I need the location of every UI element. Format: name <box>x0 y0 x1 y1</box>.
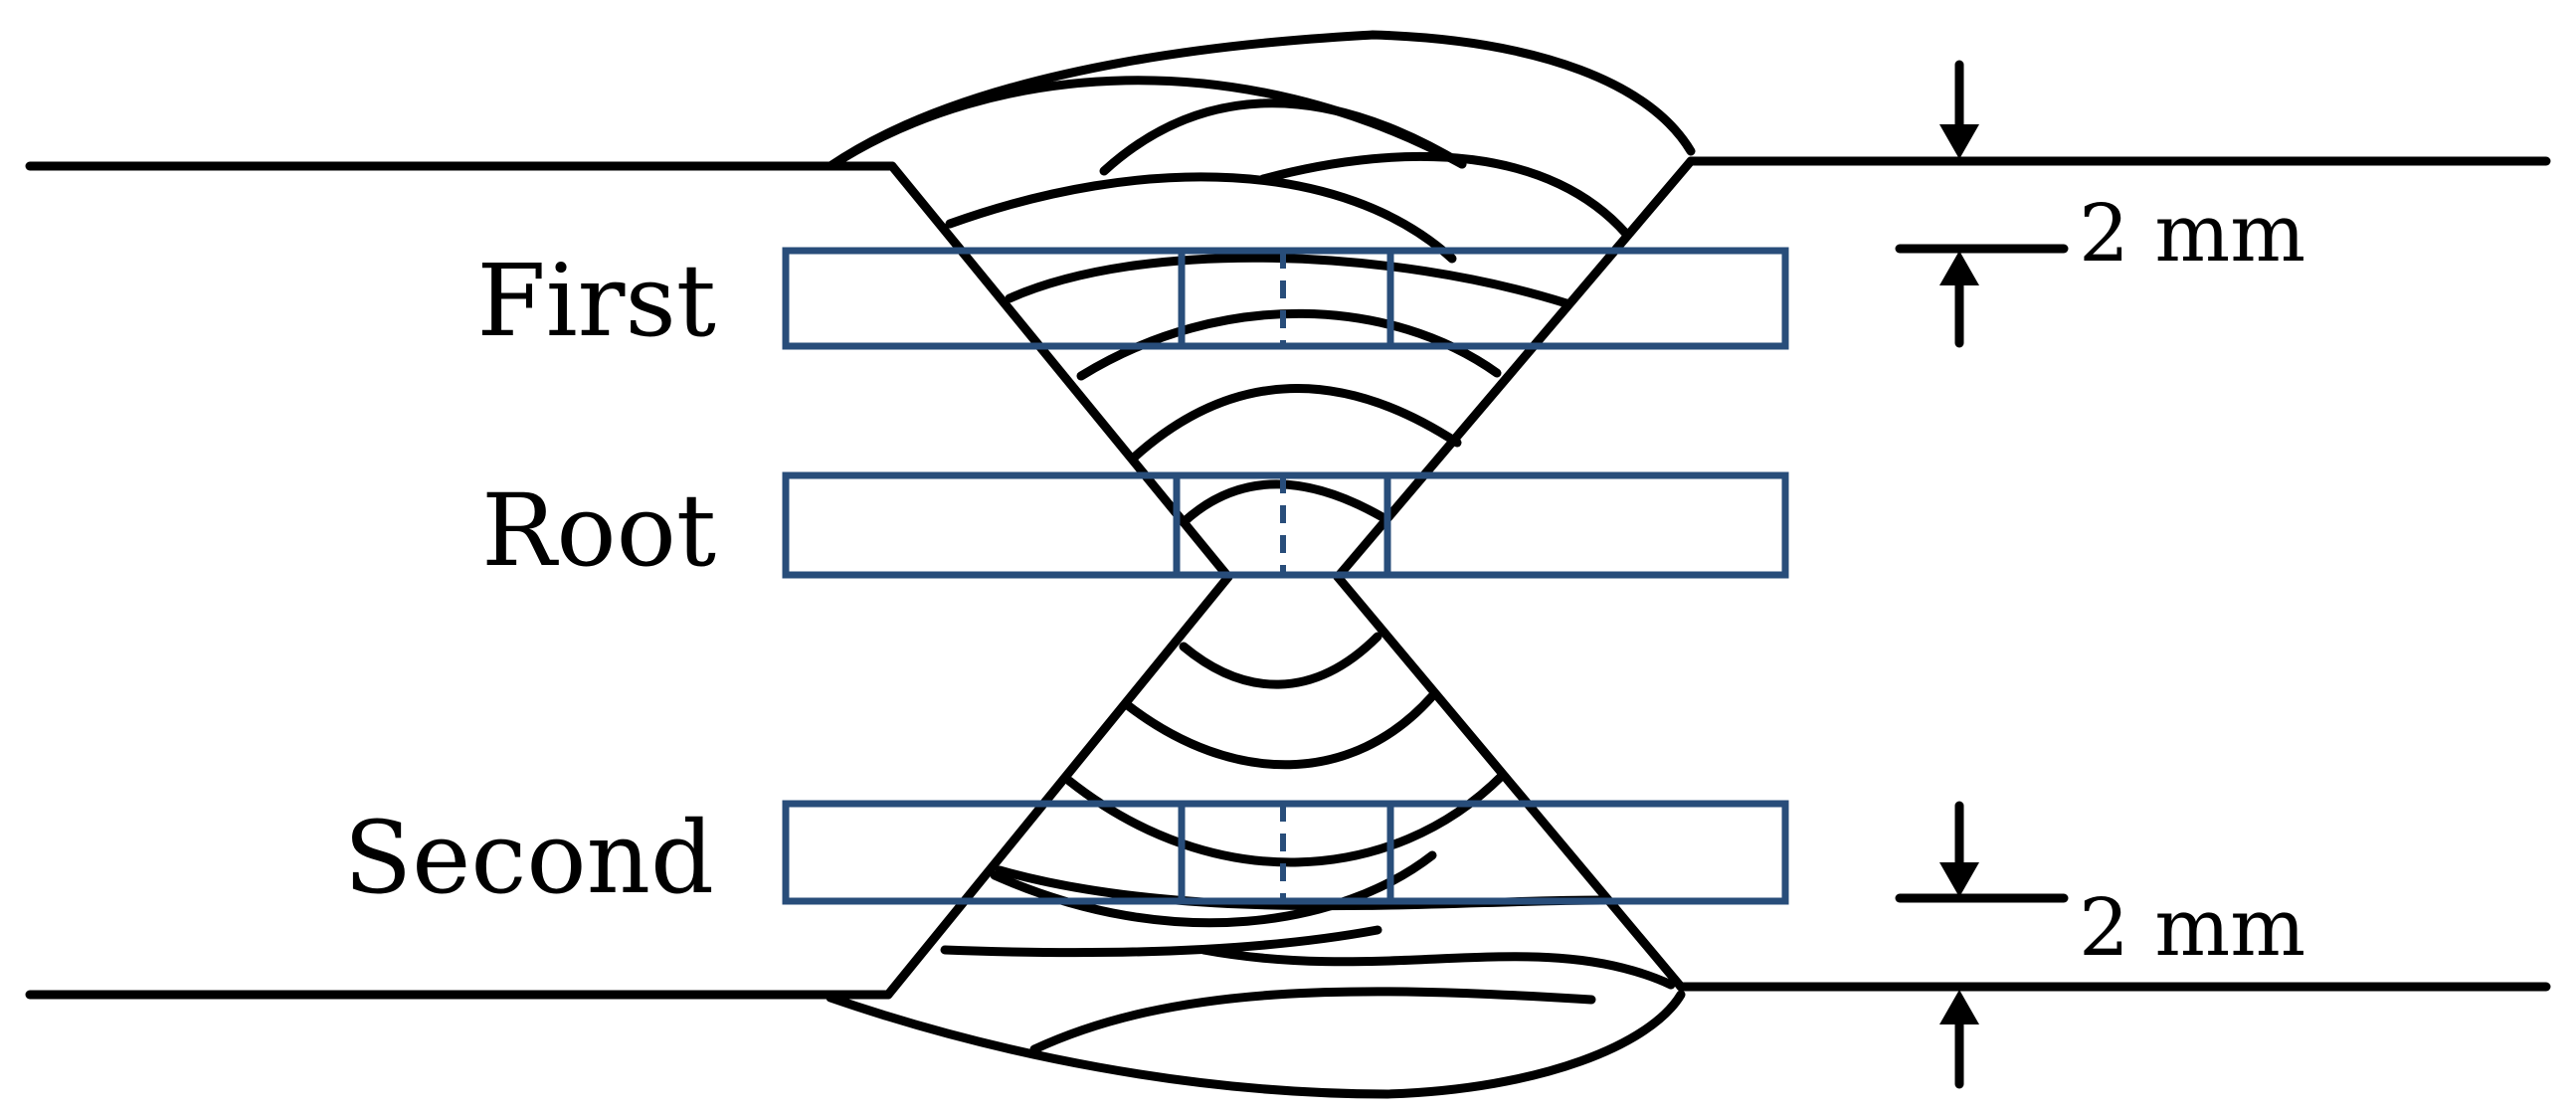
lower-left-bevel <box>883 572 1233 1000</box>
upper-right-bevel <box>1333 156 1696 582</box>
fill-pass-1 <box>945 172 1457 264</box>
back-fill-pass-2 <box>1064 771 1507 867</box>
bottom-dim-arrowhead-up <box>1939 990 1979 1024</box>
bottom-dim-arrowhead-down <box>1939 862 1979 897</box>
cap-pass-right-bead <box>1258 151 1631 239</box>
lower-right-bevel <box>1333 572 1686 992</box>
label-second: Second <box>344 800 714 916</box>
upper-left-bevel <box>887 161 1233 582</box>
groove-bevels <box>883 156 1696 1000</box>
label-root: Root <box>481 472 716 589</box>
label-first: First <box>476 243 716 359</box>
fill-pass-4 <box>1129 384 1462 463</box>
top-dim-arrowhead-up <box>1939 251 1979 285</box>
top-dim-label: 2 mm <box>2079 187 2305 279</box>
back-fill-pass-1 <box>1124 691 1437 770</box>
cap-pass-mid-bead <box>1099 98 1467 176</box>
back-cap-mid-bead <box>1029 987 1596 1054</box>
back-cap-outer <box>826 990 1686 1099</box>
back-cap-left-bead <box>940 925 1382 958</box>
back-cap-right-bead <box>1198 945 1676 990</box>
bottom-dimension: 2 mm <box>1895 801 2305 1089</box>
zone-first <box>782 247 1789 350</box>
fill-pass-2 <box>1005 253 1571 308</box>
top-dimension: 2 mm <box>1895 60 2305 348</box>
plates <box>25 156 2551 1000</box>
zone-second <box>782 800 1789 905</box>
root-pass-lower <box>1179 632 1382 689</box>
bottom-dim-label: 2 mm <box>2079 881 2305 974</box>
zone-root <box>782 471 1789 579</box>
upper-weld-passes <box>826 30 1696 527</box>
top-dim-arrowhead-down <box>1939 124 1979 159</box>
root-pass-upper <box>1179 479 1387 527</box>
lower-weld-passes <box>826 632 1686 1099</box>
